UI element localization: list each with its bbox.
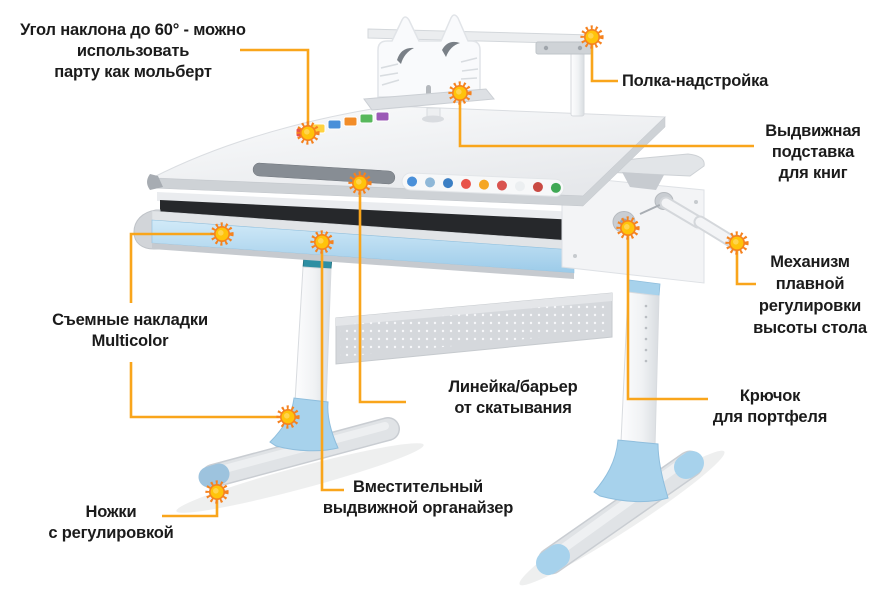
right-foot-cover bbox=[593, 439, 669, 503]
cat-whiskers bbox=[379, 57, 479, 86]
desk-top bbox=[147, 105, 667, 207]
callout-tilt-label: Угол наклона до 60° - можно использовать… bbox=[20, 21, 246, 81]
connector-ruler bbox=[358, 190, 406, 404]
sticker-row bbox=[295, 111, 390, 138]
height-scale-dots bbox=[644, 304, 648, 363]
callout-multicolor-label: Съемные накладки Multicolor bbox=[52, 311, 208, 350]
callout-connector-lines bbox=[129, 44, 756, 518]
right-runner-front-cap bbox=[536, 544, 570, 575]
shelf-post bbox=[570, 43, 585, 117]
connector-organizer bbox=[320, 249, 344, 492]
icon-strip bbox=[401, 172, 565, 197]
callout-organizer-label: Вместительный выдвижной органайзер bbox=[322, 478, 514, 517]
callout-book-stand-label: Выдвижная подставка для книг bbox=[765, 122, 861, 182]
callout-ruler-label: Линейка/барьер от скатывания bbox=[448, 378, 578, 417]
drawer bbox=[133, 209, 575, 279]
connector-bag-hook bbox=[626, 235, 708, 401]
callout-bag-hook-label: Крючок для портфеля bbox=[712, 387, 828, 426]
cat-panel bbox=[377, 14, 481, 98]
connector-tilt bbox=[240, 48, 310, 127]
left-foot-cover bbox=[269, 397, 339, 452]
connector-shelf bbox=[590, 44, 618, 83]
left-leg bbox=[294, 244, 333, 407]
callout-height-mechanism-label: Механизм плавной регулировки высоты стол… bbox=[753, 253, 867, 337]
under-frame bbox=[157, 192, 578, 221]
callout-legs-label: Ножки с регулировкой bbox=[48, 503, 174, 542]
right-runner-rear-cap bbox=[674, 451, 704, 479]
callout-shelf-label: Полка-надстройка bbox=[622, 72, 769, 90]
left-runner-front-cap bbox=[198, 463, 230, 488]
corner-protector bbox=[147, 174, 163, 190]
side-tray bbox=[601, 153, 705, 190]
cat-eye bbox=[442, 41, 460, 57]
connector-height-mechanism bbox=[735, 250, 756, 286]
cat-eye bbox=[397, 47, 414, 64]
book-stand-cat bbox=[363, 14, 495, 123]
connector-multicolor-a bbox=[129, 232, 215, 303]
back-panel bbox=[335, 292, 613, 365]
connector-legs bbox=[162, 499, 219, 518]
connector-book-stand bbox=[458, 100, 754, 148]
connector-multicolor-b bbox=[129, 362, 280, 419]
